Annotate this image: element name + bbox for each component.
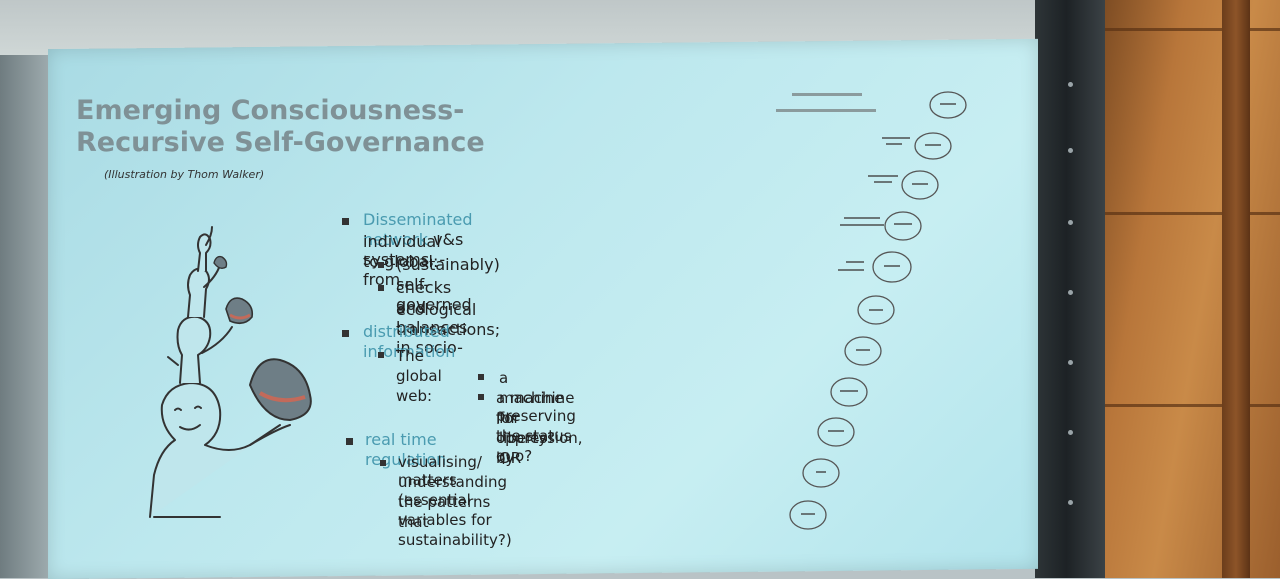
hat-icon-small (225, 297, 254, 325)
frame-screw (1068, 148, 1073, 153)
slide-title: Emerging Consciousness- Recursive Self-G… (76, 95, 485, 159)
sub-bullet-global-web: The global web: (396, 347, 442, 405)
bullet-marker (342, 330, 349, 337)
recursion-chain-diagram (776, 91, 967, 530)
sub-bullet-continuation: matters (essential variables for sustain… (398, 471, 512, 549)
sub-sub-bullet-liberty: a machine for liberty? OR (499, 369, 564, 467)
bullet-marker (378, 352, 384, 358)
bullet-disseminated: Disseminated network v&s systems, - from (363, 210, 473, 290)
bullet-marker (378, 262, 384, 268)
frame-screw (1068, 290, 1073, 295)
slide-title-line1: Emerging Consciousness- (76, 95, 465, 126)
wood-seam (1100, 404, 1280, 407)
wood-panel-wall (1100, 0, 1280, 578)
wood-seam (1100, 212, 1280, 215)
bullet-marker (378, 285, 384, 291)
slide-title-line2: Recursive Self-Governance (76, 127, 485, 158)
stacked-figures-illustration (149, 226, 312, 518)
bullet-marker (478, 374, 484, 380)
bullet-distributed-information: distributed information (363, 322, 456, 361)
frame-screw (1068, 220, 1073, 225)
sub-bullet-checks: checks and balances in socio- (396, 278, 468, 357)
sub-bullet-visualising: visualising/ understanding the patterns … (398, 453, 508, 531)
sub-sub-bullet-oppression: a machine for oppression, by (496, 389, 583, 467)
sub-bullet-self-governed: (sustainably) self-governed (396, 255, 500, 314)
middle-figure (176, 315, 212, 384)
wood-post (1222, 0, 1250, 578)
frame-screw (1068, 360, 1073, 365)
diagram-label-scribbles (801, 103, 956, 515)
hat-icon-tiny (213, 255, 228, 270)
bullet-marker (346, 438, 353, 445)
screen-frame (1035, 0, 1105, 578)
wood-seam (1100, 28, 1280, 31)
hat-icon (248, 358, 312, 422)
upper-figure (187, 267, 210, 318)
frame-screw (1068, 500, 1073, 505)
sub-sub-bullet-continuation: preserving the status quo? (496, 407, 576, 465)
diagram-ovals (789, 91, 967, 530)
frame-screw (1068, 430, 1073, 435)
bullet-accent-text: Disseminated network (363, 210, 473, 249)
sub-bullet-continuation: ecological transactions; (396, 300, 501, 339)
diagram-header-scribble (776, 93, 876, 112)
frame-screw (1068, 82, 1073, 87)
bullet-marker (380, 460, 386, 466)
illustration-credit: (Illustration by Thom Walker) (104, 168, 265, 181)
bullet-marker (478, 394, 484, 400)
bullet-marker (342, 218, 349, 225)
